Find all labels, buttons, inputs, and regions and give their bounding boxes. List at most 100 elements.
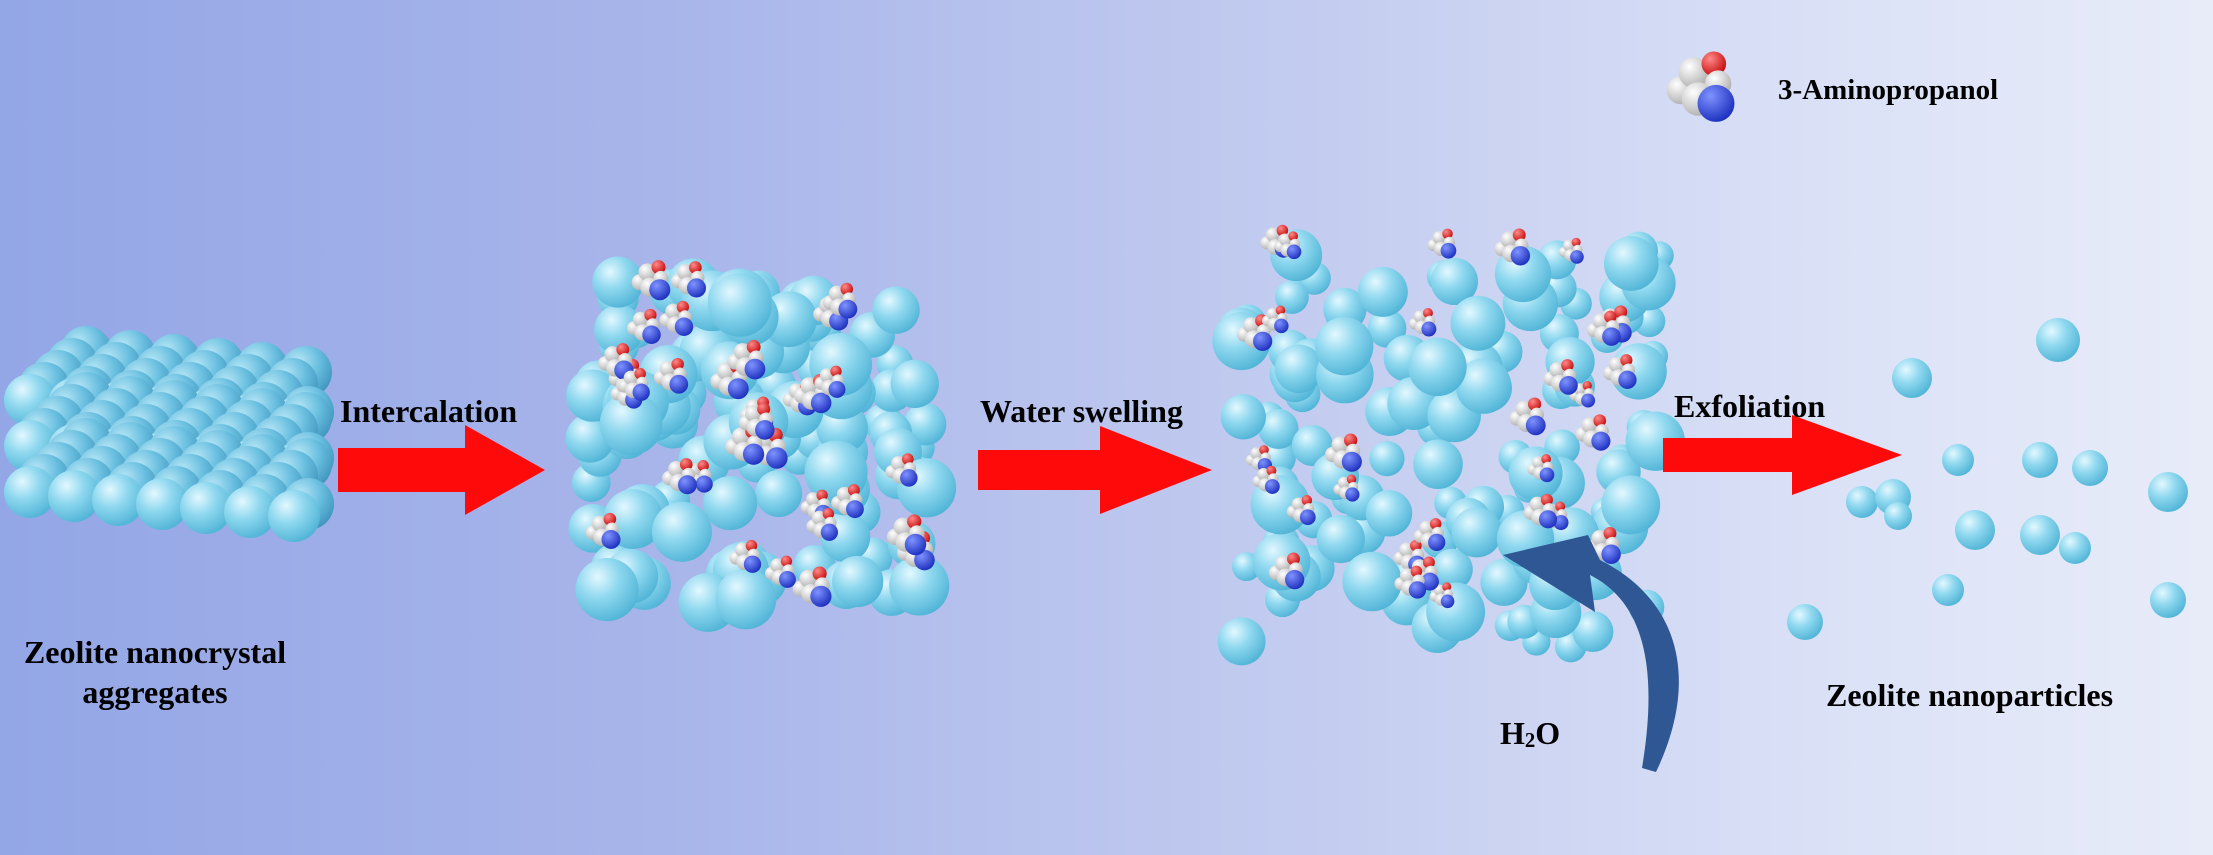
aminopropanol-molecule [831, 484, 864, 519]
aminopropanol-molecule [1603, 354, 1637, 389]
nitrogen-atom [1253, 331, 1273, 351]
zeolite-sphere [1217, 617, 1266, 666]
aminopropanol-molecule [585, 512, 621, 549]
oxygen-atom [616, 343, 630, 356]
oxygen-atom [1442, 582, 1452, 592]
zeolite-sphere [136, 478, 188, 530]
oxygen-atom [1541, 454, 1552, 464]
oxygen-atom [1266, 465, 1277, 476]
legend-molecule-label: 3-Aminopropanol [1778, 74, 1999, 106]
oxygen-atom [1540, 493, 1553, 506]
oxygen-atom [644, 308, 657, 322]
oxygen-atom [757, 402, 771, 416]
oxygen-atom [847, 484, 860, 497]
water-label-o: O [1535, 715, 1561, 751]
oxygen-atom [679, 458, 693, 471]
aminopropanol-molecule [671, 261, 707, 298]
oxygen-atom [1410, 539, 1422, 552]
zeolite-nanoparticle [1932, 574, 1964, 606]
oxygen-atom [1701, 51, 1727, 77]
aminopropanol-molecule [1575, 414, 1611, 451]
aminopropanol-molecule [793, 374, 832, 414]
nitrogen-atom [1345, 487, 1360, 502]
nitrogen-atom [1525, 415, 1546, 436]
zeolite-sphere [1431, 548, 1473, 591]
nitrogen-atom [1299, 509, 1316, 526]
aminopropanol-molecule [1325, 433, 1362, 472]
nitrogen-atom [1581, 393, 1596, 408]
oxygen-atom [1442, 228, 1453, 240]
aminopropanol-molecule [806, 508, 839, 541]
aminopropanol-molecule [618, 367, 650, 401]
nitrogen-atom [1510, 246, 1531, 266]
zeolite-sphere [708, 273, 772, 337]
nitrogen-atom [1602, 327, 1621, 346]
zeolite-nanoparticle [2072, 450, 2108, 486]
nitrogen-atom [727, 378, 749, 400]
oxygen-atom [1582, 381, 1592, 391]
nitrogen-atom [642, 325, 661, 344]
zeolite-sphere [651, 501, 712, 562]
dispersed-nanoparticles [1787, 318, 2188, 640]
aminopropanol-molecule [1413, 518, 1446, 551]
aminopropanol-molecule [1585, 526, 1621, 564]
aminopropanol-molecule [1262, 305, 1289, 334]
zeolite-sphere [1603, 236, 1659, 291]
oxygen-atom [1275, 305, 1286, 316]
step-label-intercalation: Intercalation [340, 393, 518, 429]
exfoliation-arrow [1663, 415, 1902, 495]
zeolite-nanoparticle [1787, 604, 1823, 640]
zeolite-sphere [48, 470, 100, 522]
aminopropanol-molecule [727, 339, 766, 380]
nitrogen-atom [1341, 451, 1362, 472]
nitrogen-atom [1421, 321, 1437, 337]
aminopropanol-molecule [1408, 308, 1437, 337]
zeolite-nanoparticle [2020, 515, 2060, 555]
nitrogen-atom [810, 392, 832, 414]
zeolite-sphere [592, 256, 644, 308]
zeolite-sphere [1342, 551, 1402, 612]
caption-aggregates-line1: Zeolite nanocrystal [23, 634, 287, 670]
oxygen-atom [1614, 305, 1628, 319]
oxygen-atom [1288, 231, 1299, 242]
oxygen-atom [816, 489, 828, 501]
oxygen-atom [1422, 308, 1433, 318]
nitrogen-atom [1618, 370, 1637, 389]
zeolite-sphere [180, 482, 232, 534]
zeolite-sphere [1275, 280, 1309, 314]
nitrogen-atom [1274, 318, 1289, 334]
aminopropanol-molecule [626, 308, 661, 344]
aminopropanol-molecule [814, 365, 846, 398]
nitrogen-atom [1408, 581, 1427, 599]
nitrogen-atom [900, 469, 918, 487]
nitrogen-atom [1284, 570, 1305, 590]
zeolite-sphere [1369, 441, 1405, 477]
aminopropanol-molecule [792, 566, 832, 607]
nitrogen-atom [1428, 533, 1446, 551]
nitrogen-atom [1538, 510, 1558, 529]
zeolite-sphere [1455, 358, 1512, 414]
oxygen-atom [1276, 224, 1289, 237]
aminopropanol-molecule [631, 260, 671, 301]
oxygen-atom [1571, 237, 1581, 247]
zeolite-nanoparticle [1955, 510, 1995, 550]
nitrogen-atom [1553, 515, 1569, 531]
caption-aggregates-line2: aggregates [82, 674, 228, 710]
aminopropanol-molecule [764, 555, 796, 588]
oxygen-atom [1343, 433, 1358, 447]
nitrogen-atom [838, 299, 858, 319]
aminopropanol-molecule [729, 539, 762, 573]
aminopropanol-molecule [1543, 359, 1578, 395]
zeolite-sphere [1274, 344, 1324, 394]
zeolite-nanoparticle [1942, 444, 1974, 476]
zeolite-nanoparticle [1884, 502, 1912, 530]
oxygen-atom [697, 460, 709, 472]
oxygen-atom [901, 453, 914, 465]
nitrogen-atom [601, 529, 621, 549]
nitrogen-atom [742, 443, 765, 465]
oxygen-atom [1259, 445, 1269, 455]
oxygen-atom [1422, 556, 1435, 569]
aminopropanol-molecule [1494, 228, 1531, 266]
nitrogen-atom [1440, 594, 1455, 609]
water-arrow [1503, 535, 1679, 772]
